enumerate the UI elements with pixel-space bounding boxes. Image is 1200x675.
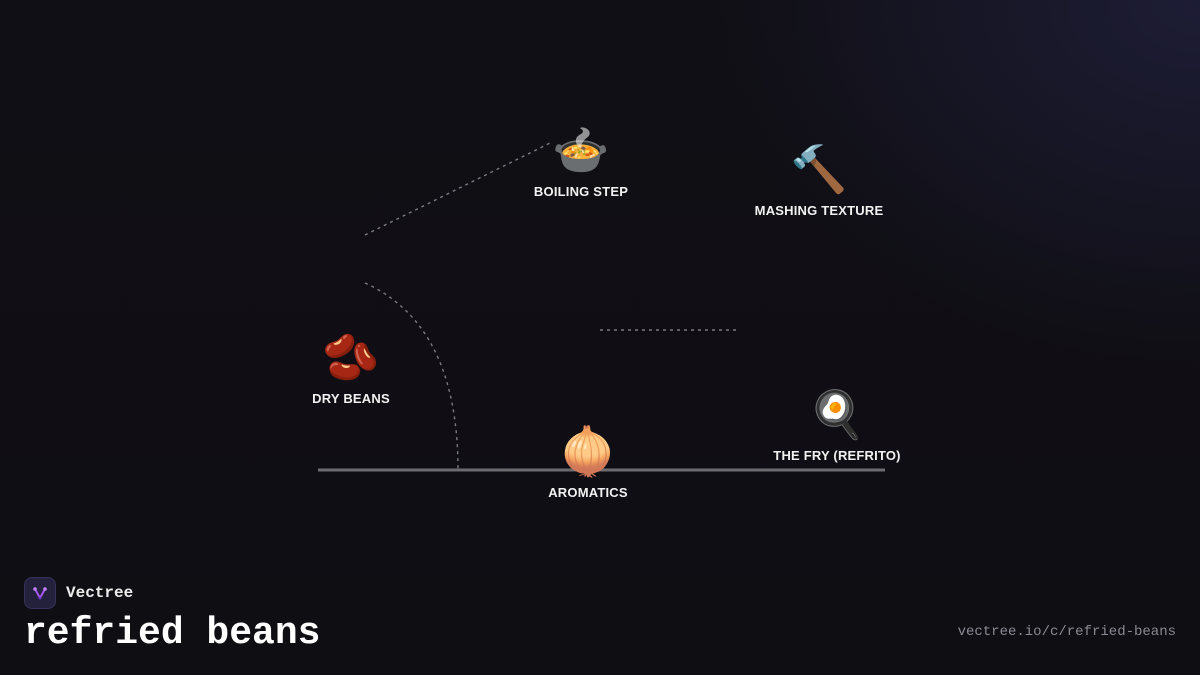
node-label: MASHING TEXTURE <box>754 203 884 218</box>
brand-name: Vectree <box>66 584 134 602</box>
edge-dry-beans-to-aromatics <box>364 282 459 471</box>
onion-icon: 🧅 <box>559 424 617 478</box>
beans-icon: 🫘 <box>322 330 380 384</box>
node-label: BOILING STEP <box>533 184 629 199</box>
node-the-fry[interactable]: 🍳 THE FRY (REFRITO) <box>773 386 900 463</box>
page-title: refried beans <box>24 612 321 655</box>
node-label: DRY BEANS <box>312 391 390 406</box>
brand[interactable]: Vectree <box>24 577 133 609</box>
frying-pan-egg-icon: 🍳 <box>808 387 866 441</box>
node-label: AROMATICS <box>548 485 628 500</box>
hammer-icon: 🔨 <box>790 142 848 196</box>
node-aromatics[interactable]: 🧅 AROMATICS <box>548 423 628 500</box>
edge-dry-beans-to-boiling <box>364 142 551 236</box>
pot-of-food-icon: 🍲 <box>552 123 610 177</box>
node-mashing-texture[interactable]: 🔨 MASHING TEXTURE <box>755 141 884 218</box>
node-dry-beans[interactable]: 🫘 DRY BEANS <box>312 329 390 406</box>
page-url[interactable]: vectree.io/c/refried-beans <box>957 624 1176 640</box>
node-label: THE FRY (REFRITO) <box>773 448 901 463</box>
node-boiling-step[interactable]: 🍲 BOILING STEP <box>534 122 628 199</box>
vectree-logo-icon <box>24 577 56 609</box>
